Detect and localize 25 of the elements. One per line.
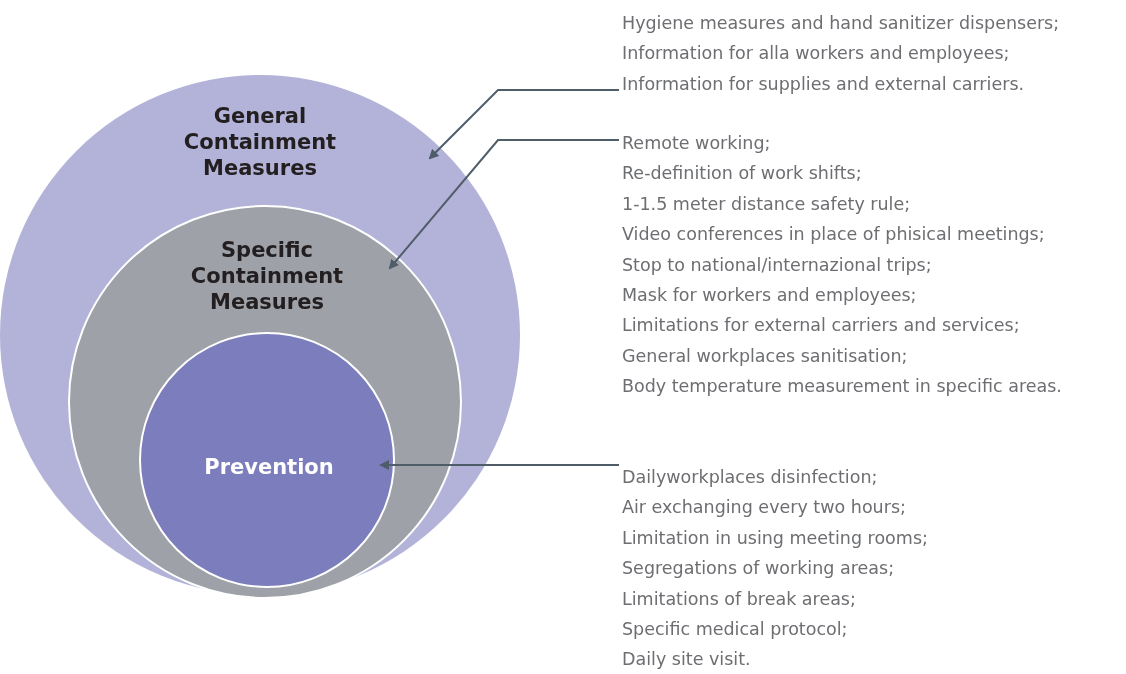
list-item: Re-definition of work shifts; xyxy=(622,162,863,186)
arrow xyxy=(428,89,620,160)
list-item: Mask for workers and employees; xyxy=(622,283,918,307)
list-item: Limitations for external carriers and services; xyxy=(622,314,1021,338)
circle-title: Prevention xyxy=(203,454,335,480)
list-item: Hygiene measures and hand sanitizer dispensers; xyxy=(622,12,1060,35)
list-item: 1-1.5 meter distance safety rule; xyxy=(622,192,912,216)
arrow xyxy=(379,460,620,470)
circle-title: General Containment Measures xyxy=(182,103,338,181)
list-item: Limitation in using meeting rooms; xyxy=(622,526,928,550)
list-item: Limitations of break areas; xyxy=(622,587,857,611)
list-item: Segregations of working areas; xyxy=(622,557,896,581)
list-item: Stop to national/internazional trips; xyxy=(622,253,933,277)
list-item: Video conferences in place of phisical meetings; xyxy=(622,223,1046,247)
circle-title: Specific Containment Measures xyxy=(189,237,345,315)
list-item: Information for supplies and external carriers. xyxy=(622,72,1026,96)
list-item: Dailyworkplaces disinfection; xyxy=(622,466,879,489)
list-item: General workplaces sanitisation; xyxy=(622,344,909,368)
list-item: Information for alla workers and employees; xyxy=(622,42,1011,66)
list-item: Daily site visit. xyxy=(622,648,752,672)
list-item: Remote working; xyxy=(622,132,772,155)
list-item: Specific medical protocol; xyxy=(622,617,849,641)
list-item: Air exchanging every two hours; xyxy=(622,496,907,520)
arrow xyxy=(388,139,620,270)
list-item: Body temperature measurement in specific areas. xyxy=(622,375,1062,399)
